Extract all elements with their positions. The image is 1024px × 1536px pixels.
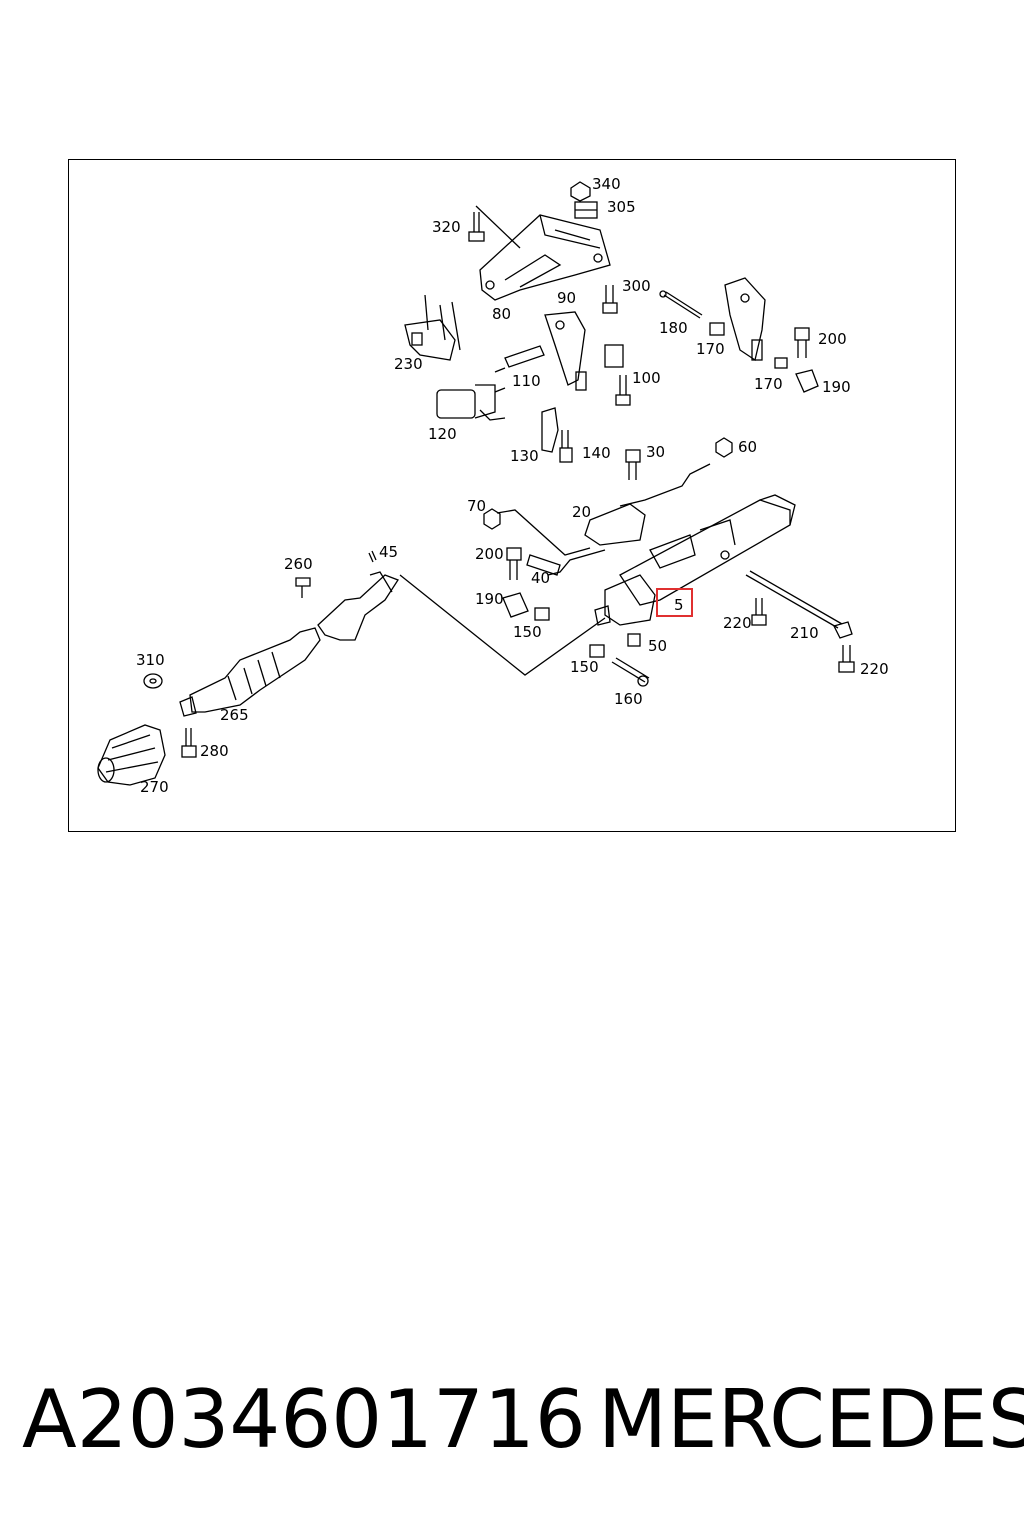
- bolt-part-220-b: [838, 645, 855, 673]
- bushing-part-170-a: [709, 322, 725, 336]
- mount-bracket-right: [724, 277, 766, 362]
- pin-part-180: [659, 290, 703, 319]
- callout-label-310: 310: [136, 651, 165, 669]
- leader-line-70: [496, 509, 591, 556]
- bracket-part-130: [541, 407, 559, 453]
- callout-label-160: 160: [614, 690, 643, 708]
- callout-label-70: 70: [467, 497, 486, 515]
- nut-part-60: [715, 437, 733, 458]
- callout-label-5: 5: [674, 596, 684, 614]
- bolt-part-280: [181, 728, 197, 758]
- bracket-part-230: [404, 294, 461, 361]
- callout-label-260: 260: [284, 555, 313, 573]
- callout-label-150: 150: [513, 623, 542, 641]
- part-number-text: A2034601716: [22, 1373, 586, 1466]
- callout-label-210: 210: [790, 624, 819, 642]
- callout-label-300: 300: [622, 277, 651, 295]
- bushing-part-150-a: [534, 607, 550, 621]
- callout-label-190: 190: [822, 378, 851, 396]
- boot-part-270: [97, 724, 166, 786]
- washer-part-310: [143, 673, 163, 689]
- screw-part-140: [559, 430, 573, 463]
- callout-label-170: 170: [696, 340, 725, 358]
- callout-label-180: 180: [659, 319, 688, 337]
- callout-label-265: 265: [220, 706, 249, 724]
- pin-part-110: [494, 345, 545, 373]
- callout-label-30: 30: [646, 443, 665, 461]
- callout-label-120: 120: [428, 425, 457, 443]
- bolt-part-200-a: [794, 327, 810, 358]
- bolt-part-260: [295, 577, 311, 598]
- callout-label-320: 320: [432, 218, 461, 236]
- callout-label-80: 80: [492, 305, 511, 323]
- bolt-part-300: [602, 285, 618, 314]
- brand-name-text: MERCEDES: [598, 1373, 1024, 1466]
- callout-label-110: 110: [512, 372, 541, 390]
- callout-label-90: 90: [557, 289, 576, 307]
- footer-caption: A2034601716 MERCEDES: [0, 1370, 1024, 1480]
- callout-label-20: 20: [572, 503, 591, 521]
- callout-label-230: 230: [394, 355, 423, 373]
- bolt-part-200-b: [506, 547, 522, 580]
- callout-label-45: 45: [379, 543, 398, 561]
- callout-label-40: 40: [531, 569, 550, 587]
- callout-label-170: 170: [754, 375, 783, 393]
- cap-part-100: [604, 344, 631, 406]
- parts-diagram-frame: [68, 159, 956, 832]
- pin-part-50: [627, 633, 641, 647]
- clip-part-305: [574, 201, 598, 219]
- rod-part-210: [745, 570, 853, 639]
- bracket-part-80: [479, 214, 611, 301]
- steering-column-assembly-part-5: [594, 494, 796, 626]
- callout-label-50: 50: [648, 637, 667, 655]
- nut-part-70: [483, 508, 501, 530]
- lower-shaft-part-265: [179, 627, 321, 717]
- nut-part-190-b: [502, 592, 529, 618]
- bolt-part-220-a: [751, 598, 767, 626]
- bolt-part-160: [611, 657, 650, 687]
- pin-part-45: [368, 550, 377, 563]
- lever-part-90: [544, 311, 587, 391]
- highlight-box-callout-5: [656, 588, 693, 617]
- steering-column-exploded-diagram: 3403053208090300180170200230110100170190…: [97, 175, 889, 796]
- screw-part-30: [625, 449, 641, 480]
- callout-label-140: 140: [582, 444, 611, 462]
- callout-label-130: 130: [510, 447, 539, 465]
- bolt-part-40: [526, 554, 561, 576]
- joint-bracket: [317, 571, 399, 641]
- callout-label-200: 200: [818, 330, 847, 348]
- callout-label-220: 220: [860, 660, 889, 678]
- callout-label-100: 100: [632, 369, 661, 387]
- callout-label-220: 220: [723, 614, 752, 632]
- callout-label-150: 150: [570, 658, 599, 676]
- nut-part-340: [570, 181, 591, 202]
- bushing-part-150-b: [589, 644, 605, 658]
- callout-label-340: 340: [592, 175, 621, 193]
- bolt-part-320: [468, 205, 521, 249]
- callout-label-305: 305: [607, 198, 636, 216]
- motor-part-120: [436, 384, 506, 421]
- callout-label-270: 270: [140, 778, 169, 796]
- nut-part-190-a: [795, 369, 819, 393]
- callout-label-200: 200: [475, 545, 504, 563]
- leader-line-45: [399, 574, 606, 676]
- bushing-part-170-b: [774, 357, 788, 369]
- callout-label-280: 280: [200, 742, 229, 760]
- callout-label-60: 60: [738, 438, 757, 456]
- callout-label-190: 190: [475, 590, 504, 608]
